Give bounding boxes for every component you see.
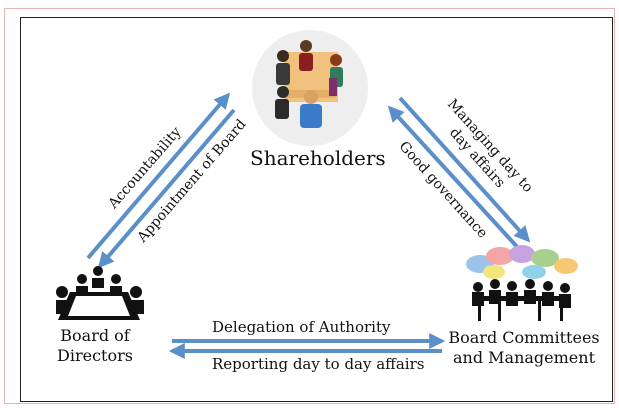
- arrow-good-governance: [387, 105, 522, 252]
- board-committees-icon: [466, 245, 578, 321]
- outer-frame: [4, 8, 615, 404]
- board-of-directors-label: Board of Directors: [40, 326, 150, 366]
- arrow-managing-day-to-day: [398, 96, 531, 243]
- edge-label-reporting: Reporting day to day affairs: [212, 355, 425, 373]
- board-committees-line2: and Management: [452, 348, 596, 367]
- arrow-appointment-of-board: [97, 108, 236, 269]
- board-of-directors-icon: [56, 266, 144, 320]
- board-of-directors-line1: Board of: [60, 326, 130, 345]
- edge-label-delegation: Delegation of Authority: [212, 318, 391, 336]
- shareholders-illustration: [252, 30, 368, 146]
- arrow-accountability: [86, 92, 231, 260]
- board-of-directors-line2: Directors: [57, 346, 133, 365]
- shareholders-label: Shareholders: [250, 146, 386, 170]
- board-committees-line1: Board Committees: [448, 328, 600, 347]
- board-committees-label: Board Committees and Management: [446, 328, 602, 368]
